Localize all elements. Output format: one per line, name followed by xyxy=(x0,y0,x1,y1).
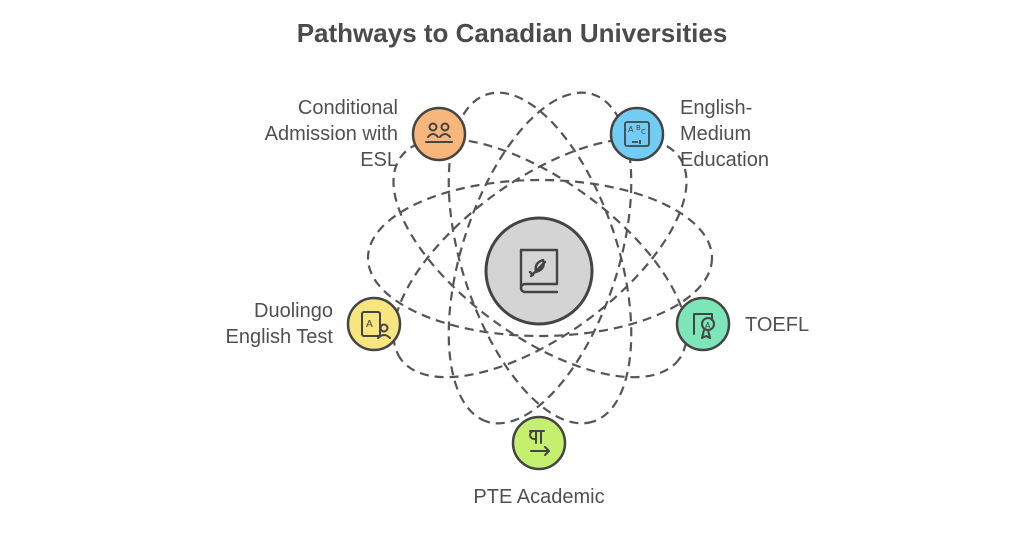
alphabet-book-icon: A B C xyxy=(624,121,650,147)
toefl-node: A xyxy=(675,296,731,352)
svg-text:A: A xyxy=(366,319,373,330)
pte-academic-label: PTE Academic xyxy=(473,486,605,508)
svg-text:A: A xyxy=(705,321,711,330)
toefl-label: TOEFL xyxy=(745,314,810,336)
english-medium-label: English- Medium Education xyxy=(680,97,769,171)
test-card-icon: A xyxy=(361,311,391,339)
duolingo-label: Duolingo English Test xyxy=(225,300,333,348)
orbit-ellipse xyxy=(447,91,633,425)
pte-academic-node xyxy=(511,415,567,471)
center-hub xyxy=(484,216,594,326)
book-bird-icon xyxy=(519,248,559,294)
conditional-admission-node xyxy=(411,106,467,162)
diagram-title: Pathways to Canadian Universities xyxy=(296,18,728,48)
certificate-icon: A xyxy=(693,313,715,339)
orbit-ellipse xyxy=(392,137,688,379)
conditional-admission-label: Conditional Admission with ESL xyxy=(264,97,398,171)
svg-text:B: B xyxy=(636,124,641,132)
orbit-ellipse xyxy=(392,137,688,379)
people-icon xyxy=(425,122,453,143)
orbit-ellipse xyxy=(366,178,714,338)
duolingo-node: A xyxy=(346,296,402,352)
svg-text:C: C xyxy=(641,128,646,136)
english-medium-node: A B C xyxy=(609,106,665,162)
svg-text:A: A xyxy=(628,125,634,134)
paragraph-arrow-icon xyxy=(529,430,550,456)
orbit-ellipse xyxy=(447,91,633,425)
